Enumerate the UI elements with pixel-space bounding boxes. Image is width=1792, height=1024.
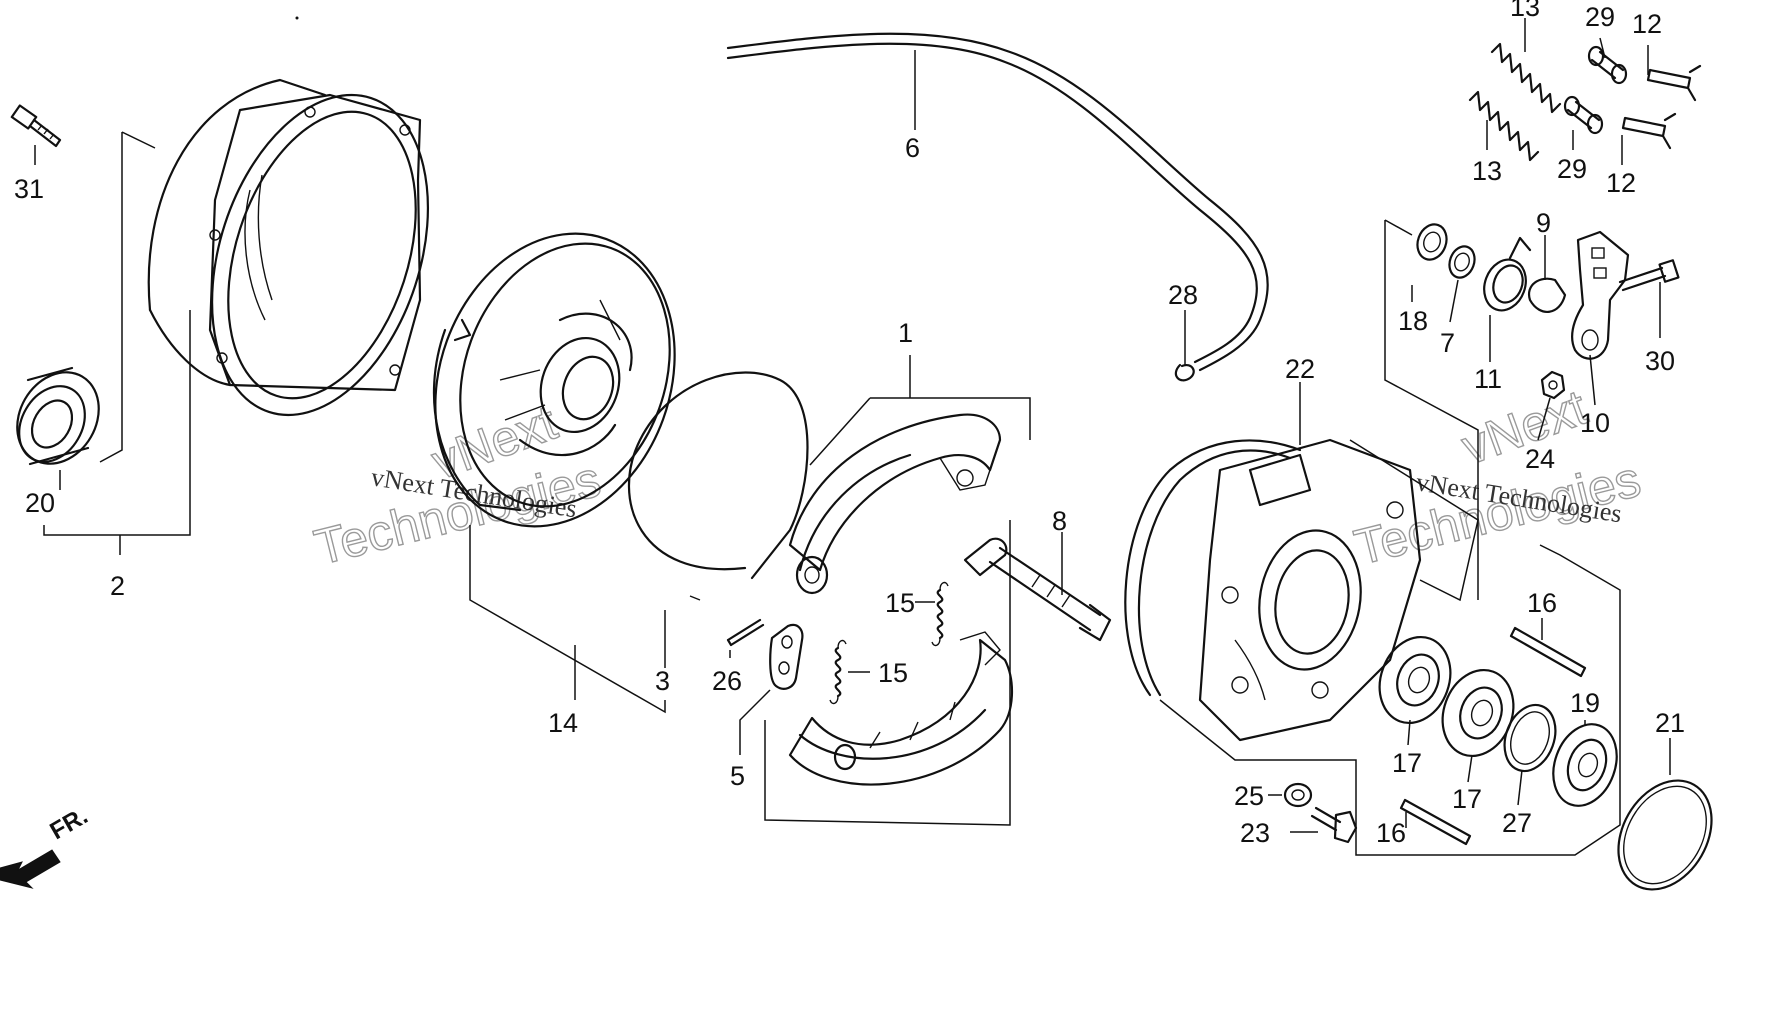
part-20-seal xyxy=(16,366,100,466)
callout-16-lower: 16 xyxy=(1376,818,1406,848)
callout-25: 25 xyxy=(1234,781,1264,811)
callout-17-2: 17 xyxy=(1452,784,1482,814)
callout-14: 14 xyxy=(548,708,578,738)
callout-12-bottom: 12 xyxy=(1606,168,1636,198)
callout-13-bottom: 13 xyxy=(1472,156,1502,186)
callout-19: 19 xyxy=(1570,688,1600,718)
front-label: FR. xyxy=(46,802,93,845)
part-28-clip xyxy=(1174,363,1195,382)
callout-1: 1 xyxy=(898,318,913,348)
part-23-bolt xyxy=(1310,806,1358,844)
part-27-circlip xyxy=(1503,703,1557,773)
part-16-stud-upper xyxy=(1509,626,1587,678)
part-5-plate xyxy=(769,623,804,690)
part-24-nut xyxy=(1540,370,1566,400)
part-1-shoe-lower xyxy=(788,631,1014,786)
callout-12-top: 12 xyxy=(1632,9,1662,39)
part-31-bolt xyxy=(10,104,62,148)
part-8-camshaft xyxy=(963,537,1112,642)
callout-15-lower: 15 xyxy=(878,658,908,688)
part-29-collar-bottom xyxy=(1563,95,1604,135)
part-30-bolt xyxy=(1618,259,1680,292)
callout-23: 23 xyxy=(1240,818,1270,848)
callout-15-upper: 15 xyxy=(885,588,915,618)
part-12-pin-top xyxy=(1646,64,1702,102)
front-direction-arrow: FR. xyxy=(0,802,93,889)
part-16-stud-lower xyxy=(1399,798,1472,846)
part-6-tube xyxy=(726,32,1269,372)
callout-29-top: 29 xyxy=(1585,2,1615,32)
callout-18: 18 xyxy=(1398,306,1428,336)
callout-21: 21 xyxy=(1655,708,1685,738)
callout-31: 31 xyxy=(14,174,44,204)
part-25-washer xyxy=(1283,782,1313,808)
callout-13-top: 13 xyxy=(1510,0,1540,22)
part-11-return-spring xyxy=(1483,236,1532,312)
callout-24: 24 xyxy=(1525,444,1555,474)
callout-3: 3 xyxy=(655,666,670,696)
callout-8: 8 xyxy=(1052,506,1067,536)
callout-26: 26 xyxy=(712,666,742,696)
part-10-brake-arm xyxy=(1571,230,1630,360)
callout-6: 6 xyxy=(905,133,920,163)
part-13-spring-top xyxy=(1490,42,1562,114)
callout-28: 28 xyxy=(1168,280,1198,310)
callout-20: 20 xyxy=(25,488,55,518)
part-19-seal xyxy=(1552,723,1618,807)
part-13-spring-bottom xyxy=(1468,90,1540,162)
part-29-collar-top xyxy=(1587,45,1628,85)
part-21-o-ring xyxy=(1617,779,1713,891)
callout-22: 22 xyxy=(1285,354,1315,384)
callout-10: 10 xyxy=(1580,408,1610,438)
callout-5: 5 xyxy=(730,761,745,791)
part-3-ring xyxy=(627,371,809,601)
part-17-bearing-1 xyxy=(1378,635,1452,725)
part-26-pin xyxy=(726,618,765,647)
callout-7: 7 xyxy=(1440,328,1455,358)
callout-2: 2 xyxy=(110,571,125,601)
callout-16-upper: 16 xyxy=(1527,588,1557,618)
part-18-washer xyxy=(1416,223,1448,261)
callout-29-bottom: 29 xyxy=(1557,154,1587,184)
callout-17-1: 17 xyxy=(1392,748,1422,778)
callout-numbers: 1 2 3 5 6 7 8 9 10 11 12 12 13 13 14 15 … xyxy=(14,0,1685,848)
callout-9: 9 xyxy=(1536,208,1551,238)
callout-30: 30 xyxy=(1645,346,1675,376)
leader-lines xyxy=(34,18,1671,856)
callout-11: 11 xyxy=(1474,364,1502,394)
part-15-spring-lower xyxy=(829,639,847,705)
part-2-drum-cover xyxy=(147,78,430,417)
part-1-shoe-upper xyxy=(788,413,1002,595)
stray-dot xyxy=(295,16,299,20)
part-14-drum-hub xyxy=(432,232,676,528)
watermark: Technologies vNext Technologies Technolo… xyxy=(308,378,1646,576)
part-15-spring-upper xyxy=(931,581,949,647)
callout-27: 27 xyxy=(1502,808,1532,838)
part-12-pin-bottom xyxy=(1621,112,1677,150)
part-7-washer xyxy=(1448,245,1476,279)
part-22-brake-panel xyxy=(1124,438,1422,742)
part-9-indicator-plate xyxy=(1527,277,1567,313)
